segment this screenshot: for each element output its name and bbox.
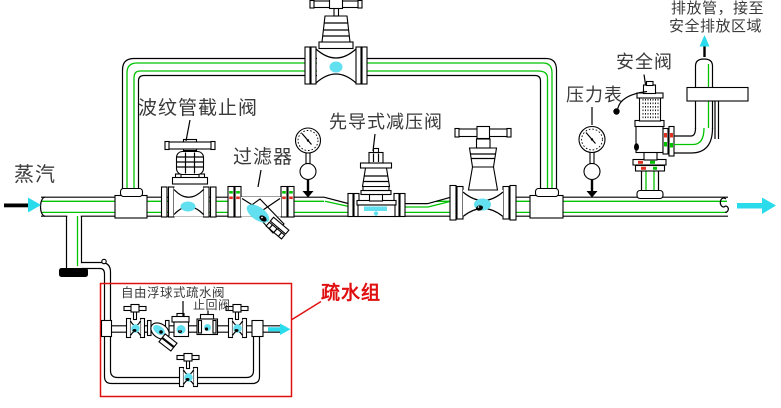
bypass-globe-valve — [304, 0, 368, 85]
bellows-stop-valve — [160, 138, 217, 218]
drain-bypass-valve — [176, 352, 200, 388]
leader-lines — [182, 74, 647, 316]
right-riser-tee — [529, 187, 564, 219]
discharge-note-line1: 排放管，接至 — [671, 1, 765, 17]
drain-isolation-valve-1 — [123, 303, 147, 339]
drain-group-box — [99, 282, 322, 398]
drain-bypass-loop — [103, 336, 261, 388]
reducer-downstream — [403, 196, 451, 208]
float-trap-label: 自由浮球式疏水阀 — [121, 286, 226, 300]
condensate-drop-leg — [59, 215, 112, 322]
left-riser-tee — [114, 187, 148, 219]
drain-strainer — [146, 319, 178, 352]
drain-group-label: 疏水组 — [321, 283, 382, 304]
safety-valve — [613, 80, 675, 200]
pilot-reducing-valve — [347, 147, 406, 218]
outlet-flow-arrow — [737, 197, 776, 214]
strainer-label: 过滤器 — [233, 147, 294, 168]
steam-label: 蒸汽 — [14, 164, 56, 186]
drain-manifold — [100, 303, 291, 352]
check-valve-label: 止回阀 — [193, 298, 231, 312]
pressure-gauge-upstream — [294, 127, 322, 198]
reducer-upstream — [323, 196, 352, 208]
drain-isolation-valve-2 — [225, 303, 249, 339]
drain-outlet-arrow — [268, 323, 291, 335]
pressure-gauge-label: 压力表 — [566, 85, 623, 105]
discharge-note-line2: 安全排放区域 — [669, 19, 763, 35]
pressure-gauge-downstream — [578, 125, 606, 198]
inlet-flow-arrow — [4, 197, 41, 213]
safety-discharge-pipe — [674, 35, 749, 154]
downstream-globe-valve — [449, 125, 517, 221]
drain-check-valve — [196, 313, 219, 336]
pilot-reducing-valve-label: 先导式减压阀 — [329, 112, 443, 132]
y-strainer — [227, 185, 295, 240]
free-float-steam-trap — [171, 312, 190, 338]
bellows-stop-valve-label: 波纹管截止阀 — [138, 98, 259, 119]
safety-valve-label: 安全阀 — [616, 52, 673, 72]
